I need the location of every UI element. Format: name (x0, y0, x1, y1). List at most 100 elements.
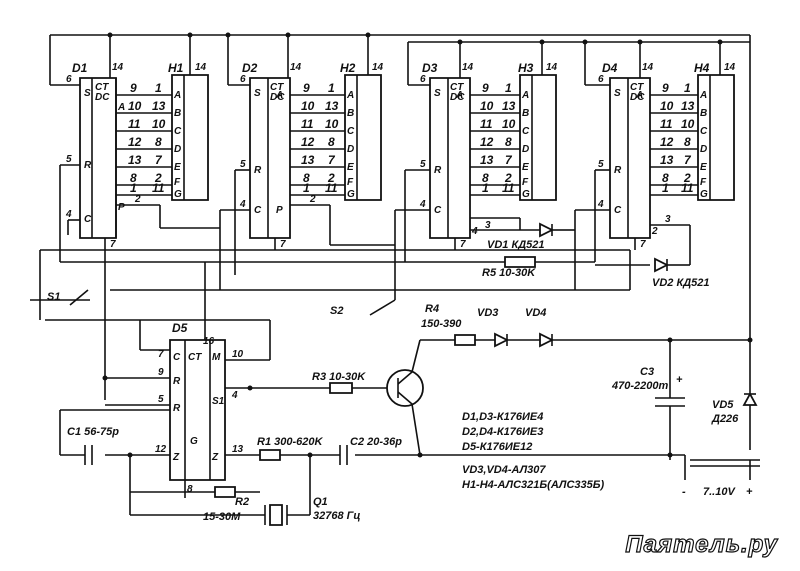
wire-num-6b: 2 (154, 171, 162, 185)
d2-pin5: 5 (240, 159, 246, 170)
label-r5: R5 10-30K (482, 267, 536, 279)
wire-num-2a: 10 (128, 99, 142, 113)
d4-wire-num-3b: 10 (681, 117, 695, 131)
d5-g: G (190, 436, 198, 447)
d4-wire-num-3a: 11 (660, 117, 673, 131)
d1-a: A (117, 102, 125, 113)
d3-wire-num-4a: 12 (480, 135, 494, 149)
d2-wire-num-4a: 12 (301, 135, 315, 149)
h2-pin14: 14 (372, 62, 384, 73)
d3-wire-num-2b: 13 (502, 99, 516, 113)
d4-wire-num-5b: 7 (684, 153, 692, 167)
label-h3: H3 (518, 61, 534, 75)
ground-rail (60, 410, 760, 480)
d4-wire-num-1b: 1 (684, 81, 691, 95)
h2-e: E (347, 162, 354, 173)
d1-pin5: 5 (66, 154, 72, 165)
d2-ct: CT (270, 82, 284, 93)
d5-r2: R (173, 403, 181, 414)
counter-d2 (250, 78, 290, 238)
d3-wire-num-1a: 9 (482, 81, 489, 95)
d3-s: S (434, 88, 441, 99)
counter-d1 (80, 78, 116, 238)
wire-num-1a: 9 (130, 81, 137, 95)
d5-pin9: 9 (158, 367, 164, 378)
h1-c: C (174, 126, 182, 137)
d2-wire-num-6a: 8 (303, 171, 310, 185)
d1-pin2: 2 (134, 194, 141, 205)
h4-pin14: 14 (724, 62, 736, 73)
wire-num-3b: 10 (152, 117, 166, 131)
d4-wire-num-4a: 12 (660, 135, 674, 149)
note-4: VD3,VD4-АЛ307 (462, 464, 546, 476)
h1-f: F (174, 177, 181, 188)
d5-pin8: 8 (187, 484, 193, 495)
wire-num-2b: 13 (152, 99, 166, 113)
d2-a: A (275, 90, 283, 101)
power-rail (50, 35, 750, 450)
d4-wire-num-2a: 10 (660, 99, 674, 113)
d2-wire-num-1b: 1 (328, 81, 335, 95)
d3-a: A (455, 90, 463, 101)
d4-wire-num-6a: 8 (662, 171, 669, 185)
label-r4-value: 150-390 (421, 318, 462, 330)
label-s2: S2 (330, 305, 343, 317)
d1-ct: CT (95, 82, 109, 93)
d2-wire-num-7b: 11 (325, 181, 338, 195)
resistor-r1 (260, 450, 280, 460)
h4-d: D (700, 144, 707, 155)
wire-num-4a: 12 (128, 135, 142, 149)
capacitor-c3 (655, 340, 685, 460)
h2-g: G (347, 189, 355, 200)
d2-wire-num-7a: 1 (303, 181, 310, 195)
d4-wire-num-7b: 11 (681, 181, 694, 195)
d1-s: S (84, 88, 91, 99)
counter-d3 (430, 78, 470, 238)
d1-r: R (84, 160, 92, 171)
wire-num-5b: 7 (155, 153, 163, 167)
indicator-h4 (698, 75, 734, 200)
d4-pin2: 2 (651, 226, 658, 237)
label-h1: H1 (168, 61, 184, 75)
h1-g: G (174, 189, 182, 200)
note-2: D2,D4-К176ИЕ3 (462, 426, 543, 438)
d5-pin16: 16 (203, 336, 215, 347)
h3-e: E (522, 162, 529, 173)
d4-wire-num-1a: 9 (662, 81, 669, 95)
label-q1-value: 32768 Гц (313, 510, 361, 522)
d2-c: C (254, 205, 262, 216)
d2-pin4: 4 (239, 199, 246, 210)
d2-dc: DC (270, 92, 285, 103)
d3-r: R (434, 165, 442, 176)
d1-pin4: 4 (65, 209, 72, 220)
resistor-r3 (330, 383, 395, 393)
d4-pin14: 14 (642, 62, 654, 73)
d3-ct: CT (450, 82, 464, 93)
d4-wire-num-2b: 13 (681, 99, 695, 113)
d2-wire-num-4b: 8 (328, 135, 335, 149)
label-d4: D4 (602, 61, 618, 75)
h2-b: B (347, 108, 354, 119)
d2-pin2: 2 (309, 194, 316, 205)
label-c3: C3 (640, 366, 654, 378)
d5-z: Z (172, 452, 180, 463)
label-vd1: VD1 КД521 (487, 239, 545, 251)
d1-dc: DC (95, 92, 110, 103)
d2-s: S (254, 88, 261, 99)
d3-wire-num-4b: 8 (505, 135, 512, 149)
wire-num-3a: 11 (128, 117, 141, 131)
label-h4: H4 (694, 61, 710, 75)
d2-wire-num-5a: 13 (301, 153, 315, 167)
d4-pin5: 5 (598, 159, 604, 170)
cascade-wires (40, 165, 690, 400)
label-r2: R2 (235, 496, 249, 508)
d5-pin13: 13 (232, 444, 244, 455)
counter-d4 (610, 78, 650, 238)
d2-wire-num-5b: 7 (328, 153, 336, 167)
h2-f: F (347, 177, 354, 188)
h3-g: G (522, 189, 530, 200)
h1-b: B (174, 108, 181, 119)
h3-pin14: 14 (546, 62, 558, 73)
h3-f: F (522, 177, 529, 188)
d3-pin4: 4 (419, 199, 426, 210)
